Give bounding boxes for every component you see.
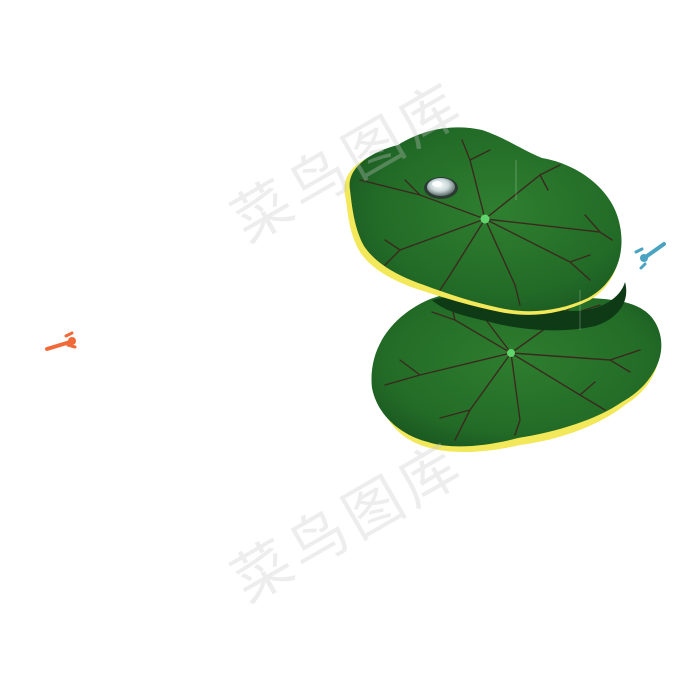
leaf-top-center bbox=[480, 214, 490, 224]
water-drop-icon bbox=[424, 177, 458, 199]
dragonfly-teal-icon bbox=[634, 242, 666, 270]
leaf-bottom-center bbox=[507, 349, 515, 357]
lotus-leaf-bottom bbox=[371, 289, 662, 452]
leaf-bottom-body bbox=[371, 289, 662, 447]
lotus-leaf-top bbox=[344, 127, 622, 330]
dragonfly-orange-icon bbox=[45, 331, 77, 351]
leaf-top-veins bbox=[359, 139, 613, 306]
